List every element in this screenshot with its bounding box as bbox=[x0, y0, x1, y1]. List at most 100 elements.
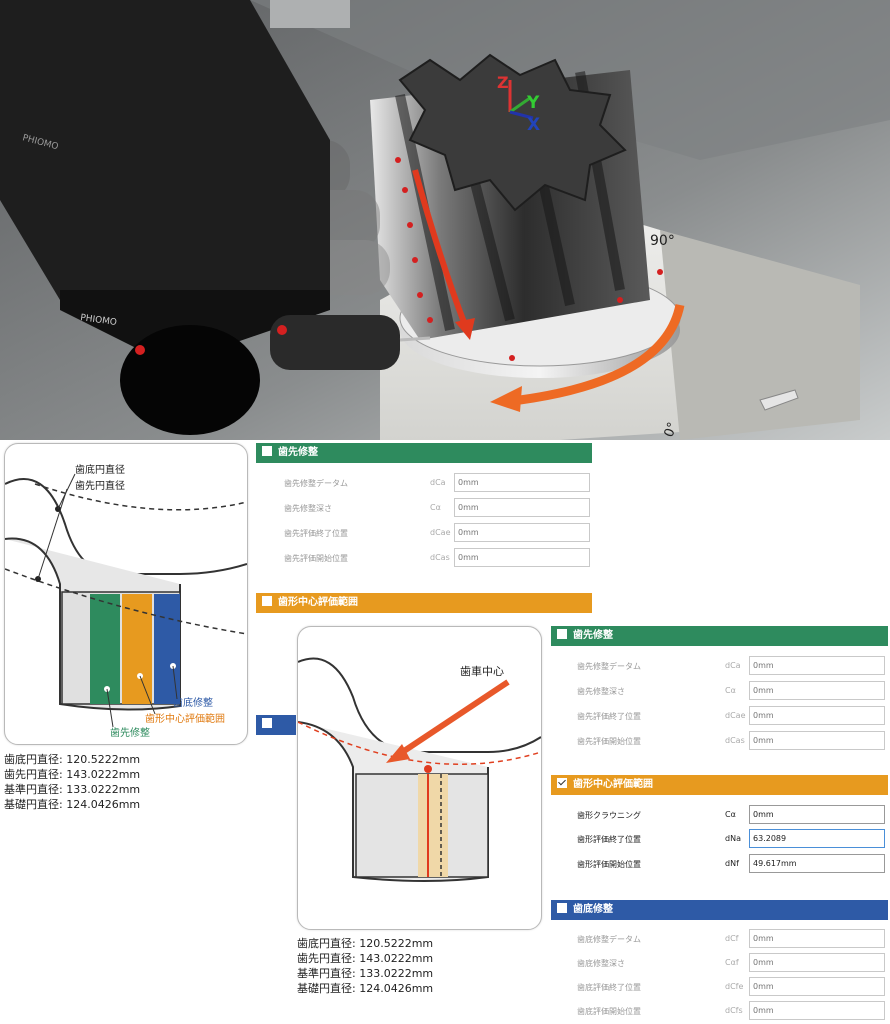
diagram-card-left: 歯底円直径 歯先円直径 歯底修整 歯形中心評価範囲 歯先修整 bbox=[4, 443, 248, 745]
row-label: 歯先評価終了位置 bbox=[284, 529, 348, 538]
row-label: 歯底修整深さ bbox=[577, 959, 625, 968]
section-profile-center[interactable]: 歯形中心評価範囲 bbox=[551, 775, 888, 795]
label-profile-center: 歯形中心評価範囲 bbox=[145, 712, 225, 725]
row-symbol: Cα bbox=[430, 503, 441, 512]
row-symbol: dNa bbox=[725, 834, 741, 843]
tip-end-field-back[interactable]: 0mm bbox=[454, 523, 590, 542]
profile-row: 歯形評価終了位置 dNa 63.2089 bbox=[577, 829, 888, 849]
root-datum-field[interactable]: 0mm bbox=[749, 929, 885, 948]
dimensions-left: 歯底円直径: 120.5222mm 歯先円直径: 143.0222mm 基準円直… bbox=[4, 752, 140, 812]
dim-root: 歯底円直径: 120.5222mm bbox=[4, 753, 141, 766]
parameter-panel-front: 歯先修整 歯先修整データム dCa 0mm 歯先修整深さ Cα 0mm 歯先評価… bbox=[551, 626, 888, 1024]
row-label: 歯底修整データム bbox=[577, 935, 641, 944]
root-row: 歯底評価開始位置 dCfs 0mm bbox=[577, 1001, 888, 1021]
root-row: 歯底評価終了位置 dCfe 0mm bbox=[577, 977, 888, 997]
tip-row-back: 歯先評価開始位置 dCas 0mm bbox=[284, 548, 592, 568]
gear-top-face bbox=[398, 53, 627, 212]
section-tip[interactable]: 歯先修整 bbox=[551, 626, 888, 646]
row-symbol: dCa bbox=[725, 661, 741, 670]
section-root-back[interactable] bbox=[256, 715, 296, 735]
dim-tip: 歯先円直径: 143.0222mm bbox=[4, 768, 141, 781]
tip-section-title-back: 歯先修整 bbox=[278, 447, 318, 458]
profile-section-checkbox[interactable] bbox=[557, 778, 567, 788]
tip-row: 歯先修整深さ Cα 0mm bbox=[577, 681, 888, 701]
profile-start-field[interactable]: 49.617mm bbox=[749, 854, 885, 873]
angle-label: 90° bbox=[650, 233, 675, 249]
row-label: 歯底評価開始位置 bbox=[577, 1007, 641, 1016]
row-label: 歯先修整データム bbox=[284, 479, 348, 488]
row-symbol: Cαf bbox=[725, 958, 739, 967]
row-symbol: dCae bbox=[725, 711, 746, 720]
root-row: 歯底修整深さ Cαf 0mm bbox=[577, 953, 888, 973]
gear-center-diagram: 歯車中心 bbox=[298, 657, 541, 882]
tip-start-field-back[interactable]: 0mm bbox=[454, 548, 590, 567]
tip-row: 歯先評価開始位置 dCas 0mm bbox=[577, 731, 888, 751]
section-root[interactable]: 歯底修整 bbox=[551, 900, 888, 920]
tip-row: 歯先修整データム dCa 0mm bbox=[577, 656, 888, 676]
row-symbol: dNf bbox=[725, 859, 739, 868]
row-symbol: dCas bbox=[430, 553, 450, 562]
label-root-modification: 歯底修整 bbox=[173, 696, 213, 709]
row-symbol: dCfe bbox=[725, 982, 744, 991]
root-start-field[interactable]: 0mm bbox=[749, 1001, 885, 1020]
diagram-card-right: 歯車中心 bbox=[297, 626, 542, 930]
axis-y-label: Y bbox=[526, 93, 540, 113]
label-gear-center: 歯車中心 bbox=[460, 664, 504, 678]
tip-row-back: 歯先修整深さ Cα 0mm bbox=[284, 498, 592, 518]
tip-section-title: 歯先修整 bbox=[573, 630, 613, 641]
label-tip-modification: 歯先修整 bbox=[110, 726, 150, 739]
axis-x-label: X bbox=[527, 115, 540, 135]
row-label: 歯先修整深さ bbox=[284, 504, 332, 513]
root-section-title: 歯底修整 bbox=[573, 904, 613, 915]
tip-depth-field[interactable]: 0mm bbox=[749, 681, 885, 700]
tip-start-field[interactable]: 0mm bbox=[749, 731, 885, 750]
axis-z-label: Z bbox=[497, 73, 509, 92]
profile-row: 歯形クラウニング Cα 0mm bbox=[577, 805, 888, 825]
root-section-checkbox-back[interactable] bbox=[262, 718, 272, 728]
row-symbol: Cα bbox=[725, 686, 736, 695]
profile-section-title-back: 歯形中心評価範囲 bbox=[278, 597, 358, 608]
tip-row-back: 歯先評価終了位置 dCae 0mm bbox=[284, 523, 592, 543]
tip-end-field[interactable]: 0mm bbox=[749, 706, 885, 725]
section-profile-back[interactable]: 歯形中心評価範囲 bbox=[256, 593, 592, 613]
root-section-checkbox[interactable] bbox=[557, 903, 567, 913]
dim-base: 基礎円直径: 124.0426mm bbox=[4, 798, 141, 811]
profile-end-field[interactable]: 63.2089 bbox=[749, 829, 885, 848]
tip-datum-field-back[interactable]: 0mm bbox=[454, 473, 590, 492]
tip-row: 歯先評価終了位置 dCae 0mm bbox=[577, 706, 888, 726]
row-label: 歯先評価終了位置 bbox=[577, 712, 641, 721]
row-label: 歯先修整データム bbox=[577, 662, 641, 671]
dim-root: 歯底円直径: 120.5222mm bbox=[297, 937, 434, 950]
dimensions-right: 歯底円直径: 120.5222mm 歯先円直径: 143.0222mm 基準円直… bbox=[297, 936, 433, 996]
row-label: 歯形クラウニング bbox=[577, 811, 641, 820]
root-depth-field[interactable]: 0mm bbox=[749, 953, 885, 972]
row-symbol: dCae bbox=[430, 528, 451, 537]
dim-base: 基礎円直径: 124.0426mm bbox=[297, 982, 434, 995]
measurement-arrow bbox=[412, 169, 468, 327]
tip-depth-field-back[interactable]: 0mm bbox=[454, 498, 590, 517]
label-root-diameter: 歯底円直径 bbox=[75, 463, 125, 476]
profile-row: 歯形評価開始位置 dNf 49.617mm bbox=[577, 854, 888, 874]
root-end-field[interactable]: 0mm bbox=[749, 977, 885, 996]
row-label: 歯底評価終了位置 bbox=[577, 983, 641, 992]
profile-section-title: 歯形中心評価範囲 bbox=[573, 779, 653, 790]
dim-reference: 基準円直径: 133.0222mm bbox=[4, 783, 141, 796]
root-row: 歯底修整データム dCf 0mm bbox=[577, 929, 888, 949]
tooth-profile-diagram: 歯底円直径 歯先円直径 歯底修整 歯形中心評価範囲 歯先修整 bbox=[5, 463, 247, 739]
tip-section-checkbox-back[interactable] bbox=[262, 446, 272, 456]
row-label: 歯形評価開始位置 bbox=[577, 860, 641, 869]
rotation-arrow bbox=[519, 303, 685, 405]
profile-crowning-field[interactable]: 0mm bbox=[749, 805, 885, 824]
row-symbol: dCas bbox=[725, 736, 745, 745]
row-symbol: dCa bbox=[430, 478, 446, 487]
row-label: 歯先評価開始位置 bbox=[577, 737, 641, 746]
tip-datum-field[interactable]: 0mm bbox=[749, 656, 885, 675]
tip-section-checkbox[interactable] bbox=[557, 629, 567, 639]
row-symbol: dCfs bbox=[725, 1006, 743, 1015]
section-tip-back[interactable]: 歯先修整 bbox=[256, 443, 592, 463]
row-symbol: dCf bbox=[725, 934, 739, 943]
label-tip-diameter: 歯先円直径 bbox=[75, 479, 125, 492]
profile-section-checkbox-back[interactable] bbox=[262, 596, 272, 606]
row-label: 歯形評価終了位置 bbox=[577, 835, 641, 844]
row-label: 歯先修整深さ bbox=[577, 687, 625, 696]
